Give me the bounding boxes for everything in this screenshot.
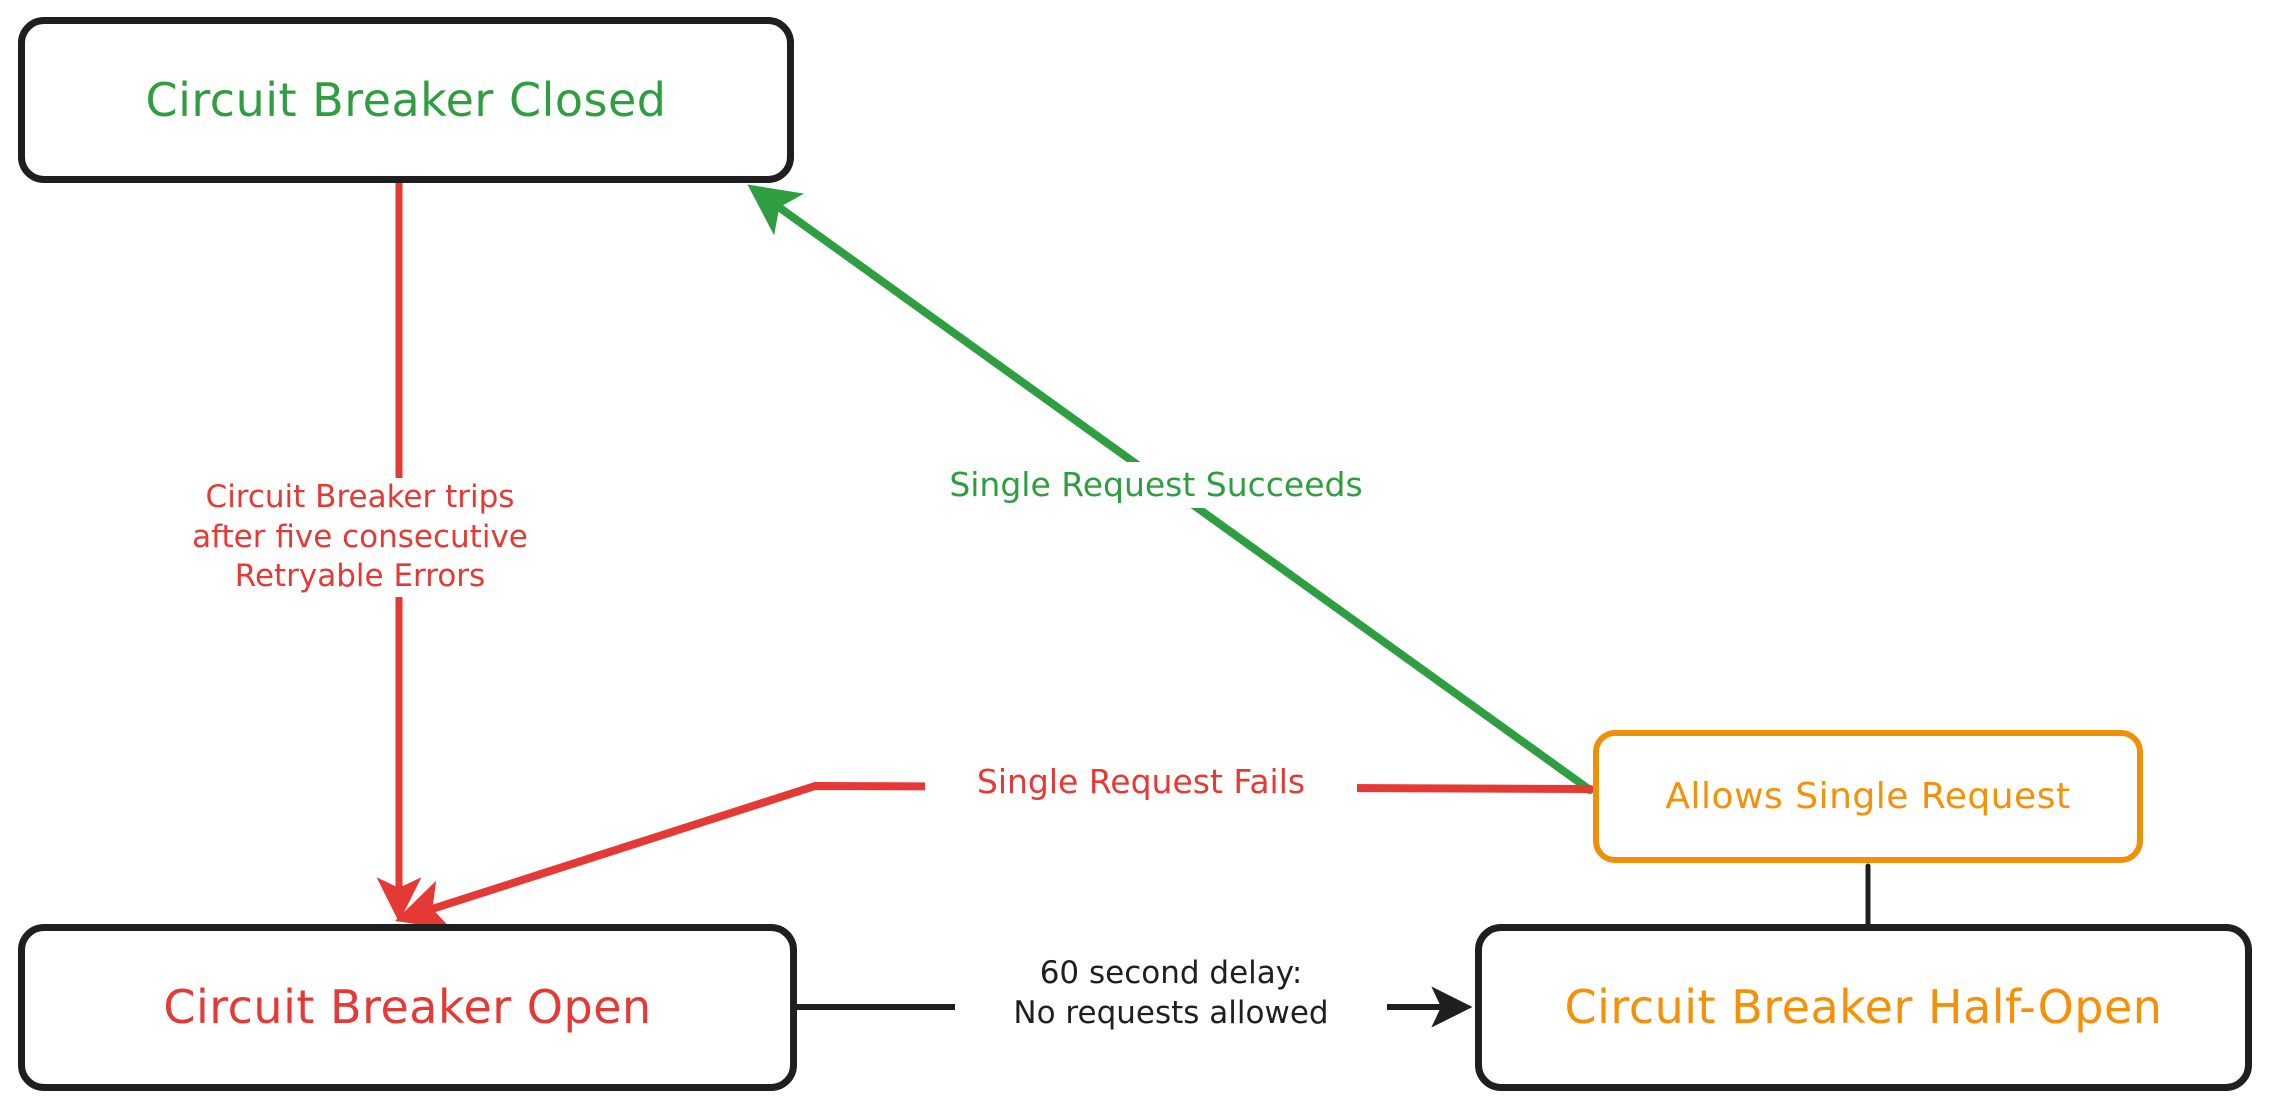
node-label-half-open: Circuit Breaker Half-Open: [1564, 980, 2163, 1035]
node-label-open: Circuit Breaker Open: [163, 980, 652, 1035]
edge-allows-to-open-line: [395, 782, 1594, 930]
edge-label-single-request-succeeds: Single Request Succeeds: [900, 462, 1412, 509]
node-label-closed: Circuit Breaker Closed: [145, 72, 667, 127]
edge-label-sixty-second-delay: 60 second delay: No requests allowed: [955, 952, 1387, 1036]
node-circuit-breaker-half-open[interactable]: Circuit Breaker Half-Open: [1475, 924, 2252, 1091]
node-circuit-breaker-closed[interactable]: Circuit Breaker Closed: [18, 17, 794, 183]
edge-label-circuit-breaker-trips: Circuit Breaker trips after five consecu…: [150, 478, 570, 598]
node-allows-single-request[interactable]: Allows Single Request: [1593, 730, 2143, 863]
edge-label-single-request-fails: Single Request Fails: [925, 759, 1357, 806]
node-label-allows-single-request: Allows Single Request: [1665, 775, 2071, 817]
node-circuit-breaker-open[interactable]: Circuit Breaker Open: [18, 924, 797, 1091]
